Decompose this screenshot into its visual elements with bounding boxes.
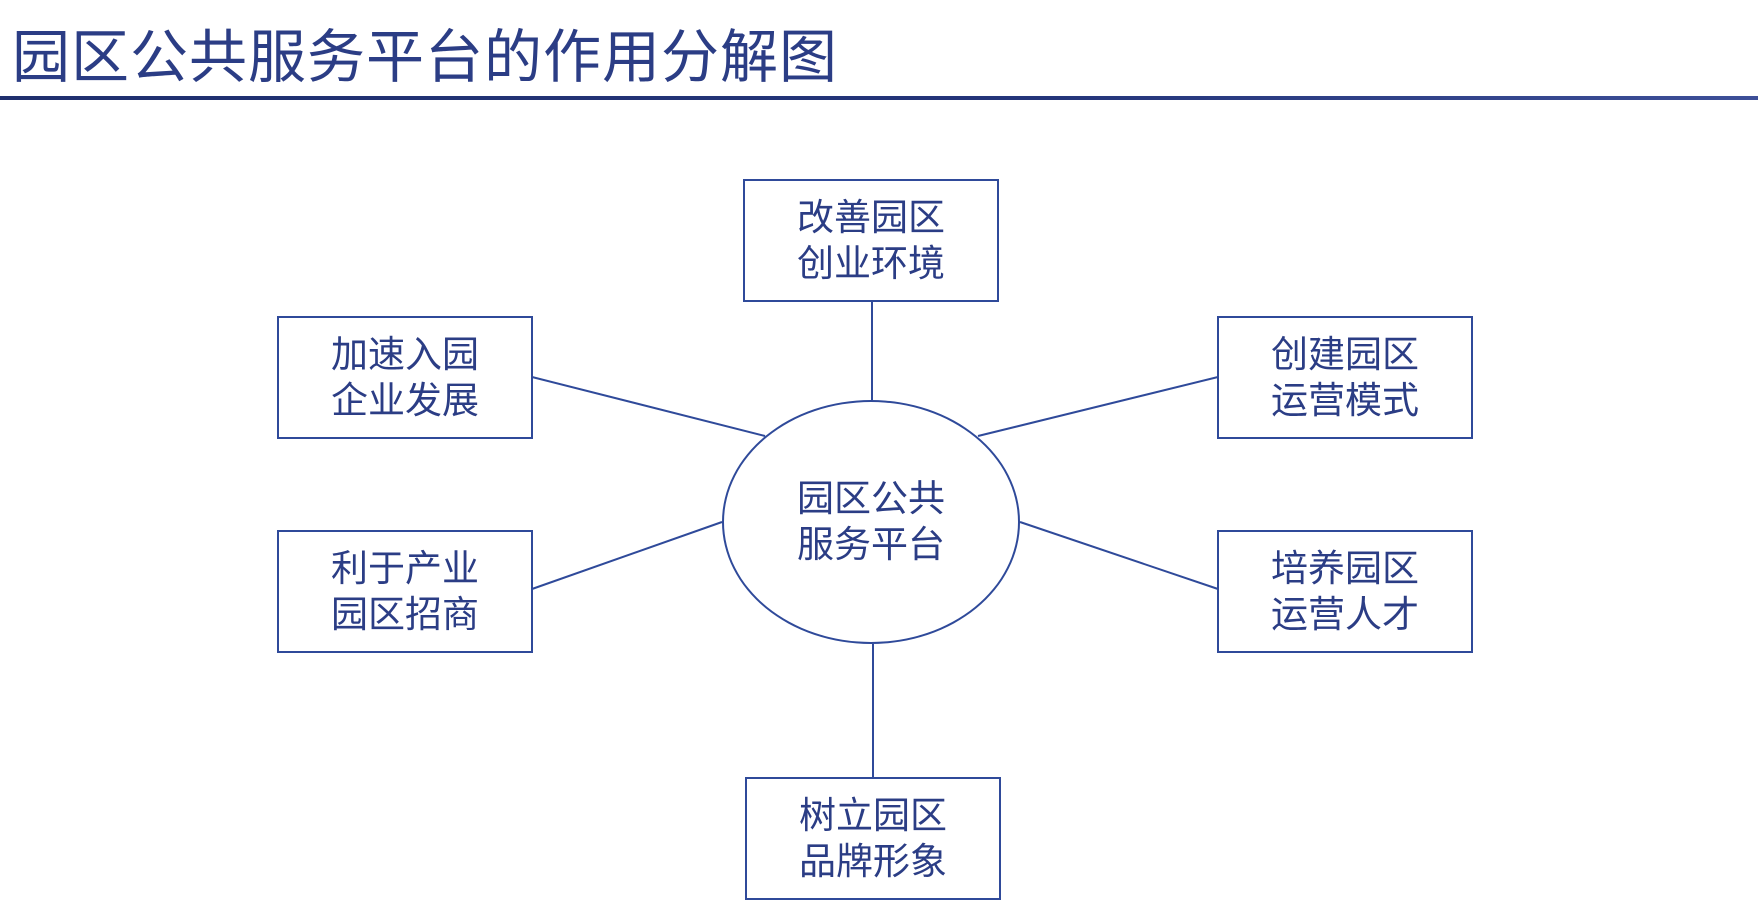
connector-upper-left — [531, 376, 766, 437]
node-train-talent: 培养园区 运营人才 — [1217, 530, 1473, 653]
title-underline — [0, 96, 1758, 100]
node-label-line: 创建园区 — [1271, 332, 1419, 376]
node-label-line: 运营模式 — [1271, 378, 1419, 422]
node-brand-image: 树立园区 品牌形象 — [745, 777, 1001, 900]
center-node-public-service-platform: 园区公共 服务平台 — [722, 400, 1020, 644]
node-accelerate-enterprises: 加速入园 企业发展 — [277, 316, 533, 439]
node-investment-attraction: 利于产业 园区招商 — [277, 530, 533, 653]
node-create-operation-model: 创建园区 运营模式 — [1217, 316, 1473, 439]
connector-upper-right — [977, 376, 1219, 437]
node-improve-environment: 改善园区 创业环境 — [743, 179, 999, 302]
center-label-line: 服务平台 — [797, 523, 945, 566]
page-title: 园区公共服务平台的作用分解图 — [12, 23, 839, 91]
node-label-line: 创业环境 — [797, 241, 945, 285]
node-label-line: 培养园区 — [1271, 546, 1419, 590]
node-label-line: 改善园区 — [797, 195, 945, 239]
center-label-line: 园区公共 — [797, 477, 945, 520]
node-label-line: 利于产业 — [331, 546, 479, 590]
node-label-line: 企业发展 — [331, 378, 479, 422]
node-label-line: 园区招商 — [331, 592, 479, 636]
node-label-line: 品牌形象 — [799, 839, 947, 883]
connector-lower-left — [531, 521, 723, 590]
node-label-line: 树立园区 — [799, 793, 947, 837]
node-label-line: 加速入园 — [331, 332, 479, 376]
connector-lower-right — [1019, 521, 1219, 590]
node-label-line: 运营人才 — [1271, 592, 1419, 636]
